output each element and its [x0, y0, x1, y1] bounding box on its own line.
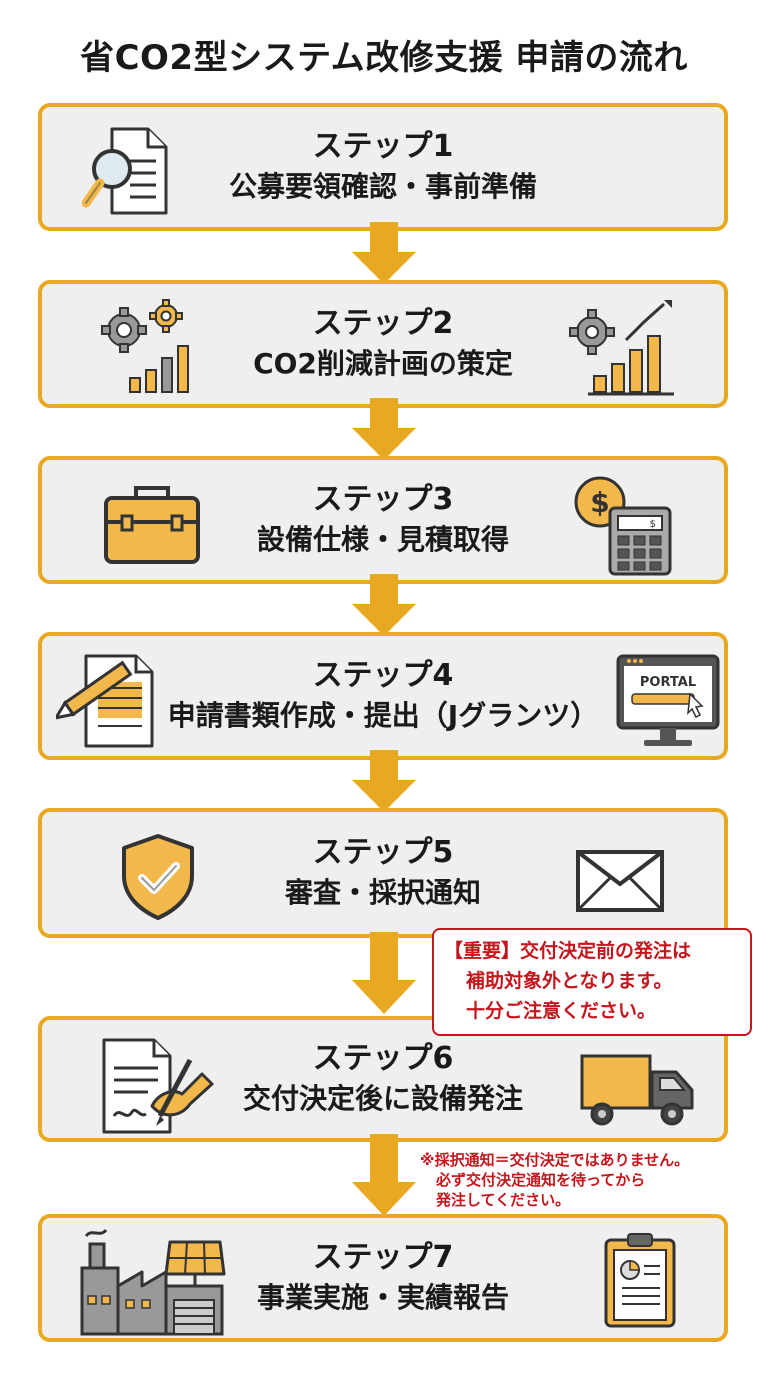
step-5-box: ステップ5 審査・採択通知 — [38, 808, 728, 938]
important-note-line-2: 補助対象外となります。 — [466, 970, 673, 992]
step-7-box: ステップ7 事業実施・実績報告 — [38, 1214, 728, 1342]
factory-solar-icon — [80, 1228, 226, 1336]
gears-chart-icon — [101, 299, 189, 393]
step-1-label: ステップ1 — [312, 129, 454, 164]
step-5-description: 審査・採択通知 — [284, 876, 481, 909]
step-5-label: ステップ5 — [312, 835, 454, 870]
coin-dollar-text: $ — [590, 486, 609, 519]
step-3-description: 設備仕様・見積取得 — [256, 523, 509, 556]
step-3-label: ステップ3 — [312, 482, 454, 517]
clipboard-report-icon — [604, 1233, 676, 1328]
document-search-icon — [82, 127, 168, 215]
down-arrow-icon — [352, 574, 416, 636]
down-arrow-icon — [352, 398, 416, 460]
delivery-truck-icon — [580, 1054, 694, 1126]
step-4-description: 申請書類作成・提出（Jグランツ） — [167, 699, 599, 732]
step-1-box: ステップ1 公募要領確認・事前準備 — [38, 103, 728, 231]
important-note-line-3: 十分ご注意ください。 — [466, 1000, 657, 1022]
envelope-icon — [576, 850, 664, 912]
step-3-box: ステップ3 設備仕様・見積取得 $ $ — [38, 456, 728, 584]
step-6-description: 交付決定後に設備発注 — [242, 1082, 523, 1115]
caution-note: ※採択通知＝交付決定ではありません。 必ず交付決定通知を待ってから 発注してくだ… — [420, 1150, 760, 1210]
shield-check-icon — [122, 834, 194, 920]
caution-note-line-2: 必ず交付決定通知を待ってから — [436, 1171, 646, 1189]
gear-growth-chart-icon — [569, 300, 674, 396]
step-7-description: 事業実施・実績報告 — [256, 1281, 509, 1314]
step-4-box: ステップ4 申請書類作成・提出（Jグランツ） PORTAL — [38, 632, 728, 760]
document-pen-icon — [56, 654, 154, 748]
contract-signing-icon — [102, 1038, 214, 1134]
toolbox-icon — [104, 486, 200, 564]
caution-note-line-1: ※採択通知＝交付決定ではありません。 — [420, 1151, 690, 1169]
step-6-box: ステップ6 交付決定後に設備発注 — [38, 1016, 728, 1142]
step-6-label: ステップ6 — [312, 1041, 454, 1076]
important-warning-note: 【重要】交付決定前の発注は 補助対象外となります。 十分ご注意ください。 — [432, 928, 752, 1036]
important-note-line-1: 【重要】交付決定前の発注は — [444, 940, 692, 962]
step-2-box: ステップ2 CO2削減計画の策定 — [38, 280, 728, 408]
calculator-coin-icon: $ $ — [574, 476, 672, 576]
portal-monitor-icon: PORTAL — [616, 654, 720, 746]
calculator-dollar-text: $ — [650, 519, 656, 530]
caution-note-line-3: 発注してください。 — [436, 1191, 571, 1209]
down-arrow-icon — [352, 932, 416, 1014]
step-1-description: 公募要領確認・事前準備 — [228, 170, 537, 203]
down-arrow-icon — [352, 222, 416, 284]
step-7-label: ステップ7 — [312, 1240, 454, 1275]
portal-text: PORTAL — [640, 675, 696, 690]
step-4-label: ステップ4 — [312, 658, 454, 693]
step-2-label: ステップ2 — [312, 306, 454, 341]
step-2-description: CO2削減計画の策定 — [253, 347, 513, 380]
down-arrow-icon — [352, 750, 416, 812]
down-arrow-icon — [352, 1134, 416, 1216]
page-title: 省CO2型システム改修支援 申請の流れ — [80, 38, 688, 78]
